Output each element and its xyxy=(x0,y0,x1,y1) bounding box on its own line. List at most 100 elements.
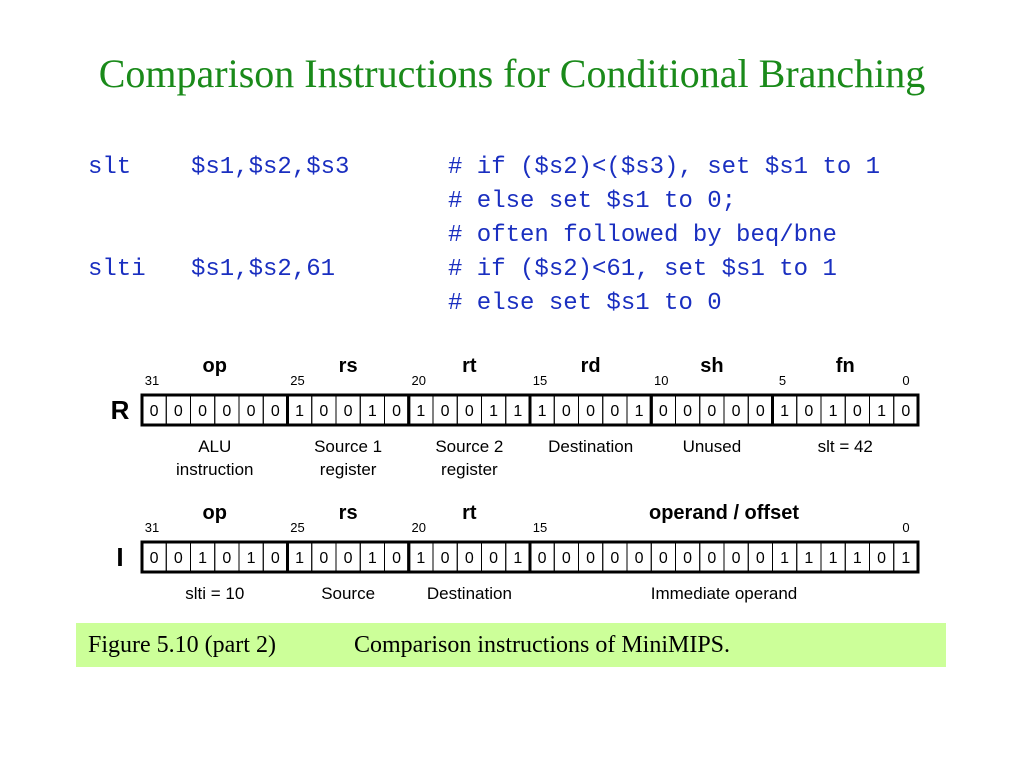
bit-value: 1 xyxy=(198,550,207,567)
bit-value: 0 xyxy=(344,403,353,420)
page-title: Comparison Instructions for Conditional … xyxy=(98,51,926,96)
bit-value: 0 xyxy=(174,403,183,420)
field-description: Immediate operand xyxy=(651,584,797,603)
bit-value: 1 xyxy=(416,403,425,420)
bit-value: 1 xyxy=(804,550,813,567)
code-line-1: slt $s1,$s2,$s3 # if ($s2)<($s3), set $s… xyxy=(88,151,880,185)
bit-value: 0 xyxy=(756,550,765,567)
bit-value: 1 xyxy=(780,403,789,420)
field-name: rt xyxy=(462,502,477,524)
bit-position: 31 xyxy=(145,373,159,388)
bit-value: 0 xyxy=(319,550,328,567)
field-description: Destination xyxy=(548,437,633,456)
bit-value: 0 xyxy=(441,550,450,567)
bit-position: 20 xyxy=(412,373,426,388)
bit-value: 1 xyxy=(416,550,425,567)
bit-value: 0 xyxy=(732,403,741,420)
bit-value: 0 xyxy=(271,403,280,420)
code-mnemonic: slt xyxy=(88,154,132,181)
bit-value: 1 xyxy=(538,403,547,420)
bit-value: 0 xyxy=(586,550,595,567)
bit-value: 0 xyxy=(392,403,401,420)
bit-value: 0 xyxy=(683,403,692,420)
bit-value: 0 xyxy=(247,403,256,420)
bit-value: 1 xyxy=(877,403,886,420)
bit-value: 0 xyxy=(222,550,231,567)
bit-value: 0 xyxy=(877,550,886,567)
code-operands: $s1,$s2,$s3 xyxy=(191,154,350,181)
bit-value: 0 xyxy=(538,550,547,567)
bit-value: 1 xyxy=(489,403,498,420)
bit-value: 0 xyxy=(344,550,353,567)
bit-position: 0 xyxy=(902,520,909,535)
bit-value: 0 xyxy=(562,550,571,567)
code-line-4: slti $s1,$s2,61 # if ($s2)<61, set $s1 t… xyxy=(88,253,837,287)
bit-value: 0 xyxy=(586,403,595,420)
bit-value: 0 xyxy=(174,550,183,567)
field-name: rt xyxy=(462,355,477,377)
bit-value: 1 xyxy=(901,550,910,567)
bit-position: 0 xyxy=(902,373,909,388)
bit-value: 0 xyxy=(707,403,716,420)
bit-position: 15 xyxy=(533,373,547,388)
field-name: fn xyxy=(836,355,855,377)
bit-value: 1 xyxy=(853,550,862,567)
code-comment: # often followed by beq/bne xyxy=(448,222,837,249)
bit-position: 10 xyxy=(654,373,668,388)
format-letter: I xyxy=(116,542,123,572)
code-comment: # if ($s2)<61, set $s1 to 1 xyxy=(448,256,837,283)
bit-position: 5 xyxy=(779,373,786,388)
bit-value: 0 xyxy=(901,403,910,420)
field-description: Destination xyxy=(427,584,512,603)
bit-value: 0 xyxy=(441,403,450,420)
bit-value: 0 xyxy=(610,550,619,567)
code-operands: $s1,$s2,61 xyxy=(191,256,336,283)
bit-value: 0 xyxy=(465,403,474,420)
bit-position: 15 xyxy=(533,520,547,535)
bit-value: 1 xyxy=(295,550,304,567)
bit-value: 0 xyxy=(489,550,498,567)
field-description: slti = 10 xyxy=(185,584,244,603)
code-line-3: # often followed by beq/bne xyxy=(88,219,837,253)
bit-position: 25 xyxy=(290,520,304,535)
bit-value: 0 xyxy=(150,403,159,420)
field-description: Source 2 xyxy=(435,437,503,456)
bit-value: 0 xyxy=(659,403,668,420)
field-name: sh xyxy=(700,355,723,377)
bit-value: 0 xyxy=(756,403,765,420)
code-listing: slt $s1,$s2,$s3 # if ($s2)<($s3), set $s… xyxy=(88,151,880,321)
bit-value: 0 xyxy=(198,403,207,420)
caption-number: Figure 5.10 (part 2) xyxy=(88,632,276,658)
field-name: rs xyxy=(339,355,358,377)
bit-value: 1 xyxy=(635,403,644,420)
bit-value: 0 xyxy=(562,403,571,420)
bit-value: 0 xyxy=(271,550,280,567)
field-description: ALU xyxy=(198,437,231,456)
field-description: slt = 42 xyxy=(818,437,873,456)
field-box xyxy=(771,393,920,427)
bit-value: 1 xyxy=(829,550,838,567)
bit-value: 0 xyxy=(465,550,474,567)
bit-position: 31 xyxy=(145,520,159,535)
bit-value: 0 xyxy=(659,550,668,567)
bit-value: 1 xyxy=(247,550,256,567)
field-description: Unused xyxy=(683,437,742,456)
caption-text: Comparison instructions of MiniMIPS. xyxy=(354,632,731,658)
bit-value: 0 xyxy=(853,403,862,420)
bit-value: 1 xyxy=(368,403,377,420)
code-line-5: # else set $s1 to 0 xyxy=(88,287,722,321)
bit-value: 1 xyxy=(513,403,522,420)
bit-value: 0 xyxy=(804,403,813,420)
bit-value: 0 xyxy=(319,403,328,420)
bit-value: 0 xyxy=(392,550,401,567)
bit-value: 0 xyxy=(150,550,159,567)
bit-value: 0 xyxy=(610,403,619,420)
code-mnemonic: slti xyxy=(88,256,146,283)
bit-value: 0 xyxy=(683,550,692,567)
field-description: instruction xyxy=(176,460,253,479)
code-comment: # if ($s2)<($s3), set $s1 to 1 xyxy=(448,154,881,181)
bit-position: 20 xyxy=(412,520,426,535)
field-name: op xyxy=(203,502,227,524)
bit-value: 0 xyxy=(635,550,644,567)
